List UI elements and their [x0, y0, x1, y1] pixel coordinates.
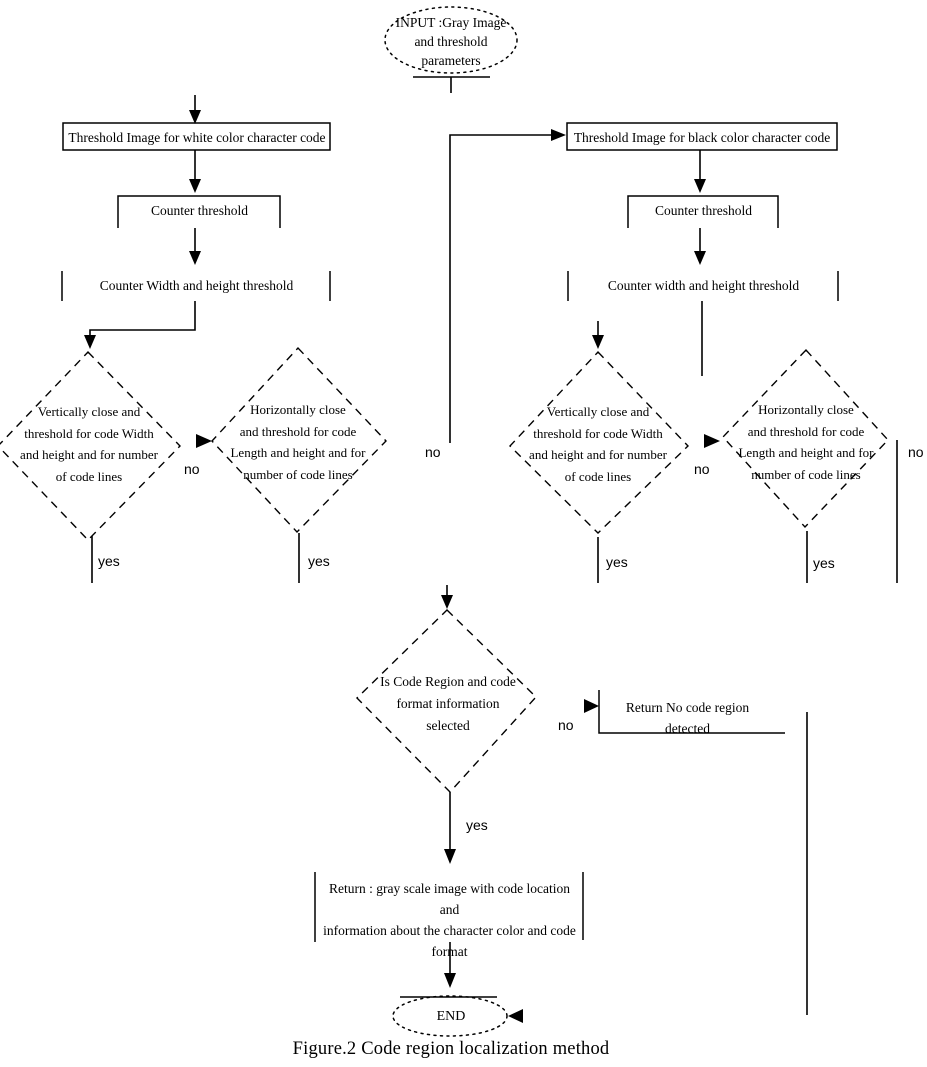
- arrowhead-down-icon: [189, 179, 201, 193]
- end-terminal-shape: [392, 995, 508, 1037]
- counter-threshold-left-shape: [117, 195, 281, 228]
- threshold-black-box-label: Threshold Image for black color characte…: [573, 130, 831, 145]
- is-code-region-label: Is Code Region and code format informati…: [380, 674, 516, 733]
- arrowhead-down-icon: [694, 251, 706, 265]
- arrowhead-right-icon: [704, 434, 720, 448]
- vertically-close-left-label: Vertically close and threshold for code …: [20, 404, 158, 484]
- arrowhead-down-icon: [592, 335, 604, 349]
- yes-lines-left: [91, 533, 300, 583]
- horizontally-close-left-label: Horizontally close and threshold for cod…: [230, 402, 366, 482]
- threshold-white-box-label: Threshold Image for white color characte…: [68, 130, 326, 145]
- end-terminal-label: END: [436, 1009, 466, 1024]
- arrowhead-down-icon: [694, 179, 706, 193]
- yes-label-right-1: yes: [606, 554, 628, 570]
- counter-wh-right-shape: [567, 271, 839, 301]
- return-gray-shape: [314, 872, 584, 942]
- no-label-left-1: no: [184, 461, 200, 477]
- figure-caption: Figure.2 Code region localization method: [292, 1039, 610, 1059]
- return-no-code-label: Return No code region detected: [625, 700, 750, 736]
- threshold-black-box-shape: [566, 122, 838, 151]
- yes-label-mid: yes: [466, 817, 488, 833]
- threshold-white-box-shape: [62, 122, 331, 151]
- counter-threshold-left-label: Counter threshold: [150, 203, 249, 218]
- counter-wh-left-shape: [61, 271, 331, 301]
- yes-lines-right: [597, 531, 808, 583]
- arrowhead-right-icon: [551, 129, 566, 141]
- yes-label-left-2: yes: [308, 553, 330, 569]
- counter-threshold-right-label: Counter threshold: [654, 203, 753, 218]
- arrowhead-down-icon: [189, 251, 201, 265]
- vertically-close-left-diamond-shape: [0, 350, 181, 542]
- arrowhead-down-icon: [84, 335, 96, 349]
- yes-label-left-1: yes: [98, 553, 120, 569]
- input-bottom-connector: [413, 76, 490, 93]
- input-terminal-label: INPUT :Gray Image and threshold paramete…: [395, 15, 507, 68]
- arrowhead-left-icon: [508, 1009, 523, 1023]
- no-label-right-1: no: [694, 461, 710, 477]
- arrowhead-down-icon: [444, 849, 456, 864]
- no-label-right-2: no: [908, 444, 924, 460]
- return-gray-label: Return : gray scale image with code loca…: [323, 881, 576, 959]
- arrowhead-down-icon: [189, 110, 201, 124]
- no-label-left-2: no: [425, 444, 441, 460]
- horizontally-close-right-diamond-shape: [722, 348, 889, 529]
- horizontally-close-right-label: Horizontally close and threshold for cod…: [738, 402, 874, 482]
- yes-label-right-2: yes: [813, 555, 835, 571]
- horizontally-close-left-diamond-shape: [211, 346, 387, 534]
- arrowhead-right-icon: [196, 434, 212, 448]
- counter-wh-left-label: Counter Width and height threshold: [99, 278, 294, 293]
- arrowhead-down-icon: [441, 595, 453, 609]
- arrowhead-down-icon: [444, 973, 456, 988]
- counter-threshold-right-shape: [627, 195, 779, 228]
- vertically-close-right-label: Vertically close and threshold for code …: [529, 404, 667, 484]
- no-path-to-black-box: [449, 134, 552, 443]
- vertically-close-right-diamond-shape: [509, 350, 689, 534]
- return-no-code-shape: [598, 690, 785, 734]
- no-label-mid: no: [558, 717, 574, 733]
- input-terminal-shape: [384, 6, 518, 74]
- counter-wh-right-label: Counter width and height threshold: [607, 278, 800, 293]
- arrowhead-right-icon: [584, 699, 599, 713]
- connector: [89, 301, 196, 336]
